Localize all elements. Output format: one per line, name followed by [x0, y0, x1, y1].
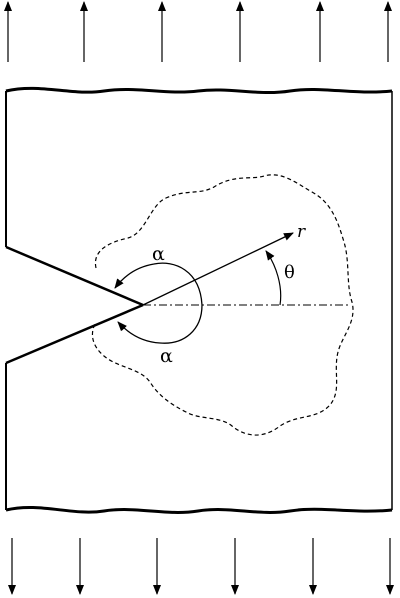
radial-ray-r	[142, 232, 294, 306]
r-label: r	[297, 222, 306, 242]
theta-angle-arc	[265, 250, 282, 306]
plastic-zone-boundary	[91, 174, 354, 436]
notch-upper-flank	[5, 245, 144, 307]
plate-bottom-break-line	[5, 506, 393, 514]
top-tension-arrows	[3, 1, 392, 62]
theta-label: θ	[284, 262, 295, 283]
alpha-arc-lower	[117, 304, 203, 344]
plate-body	[5, 86, 393, 514]
notch-lower-flank	[5, 303, 144, 365]
alpha-arc-upper	[114, 262, 203, 306]
bottom-tension-arrows	[8, 538, 394, 595]
alpha-label-top: α	[152, 243, 165, 265]
alpha-label-bottom: α	[160, 345, 173, 367]
plate-top-break-line	[5, 86, 393, 95]
